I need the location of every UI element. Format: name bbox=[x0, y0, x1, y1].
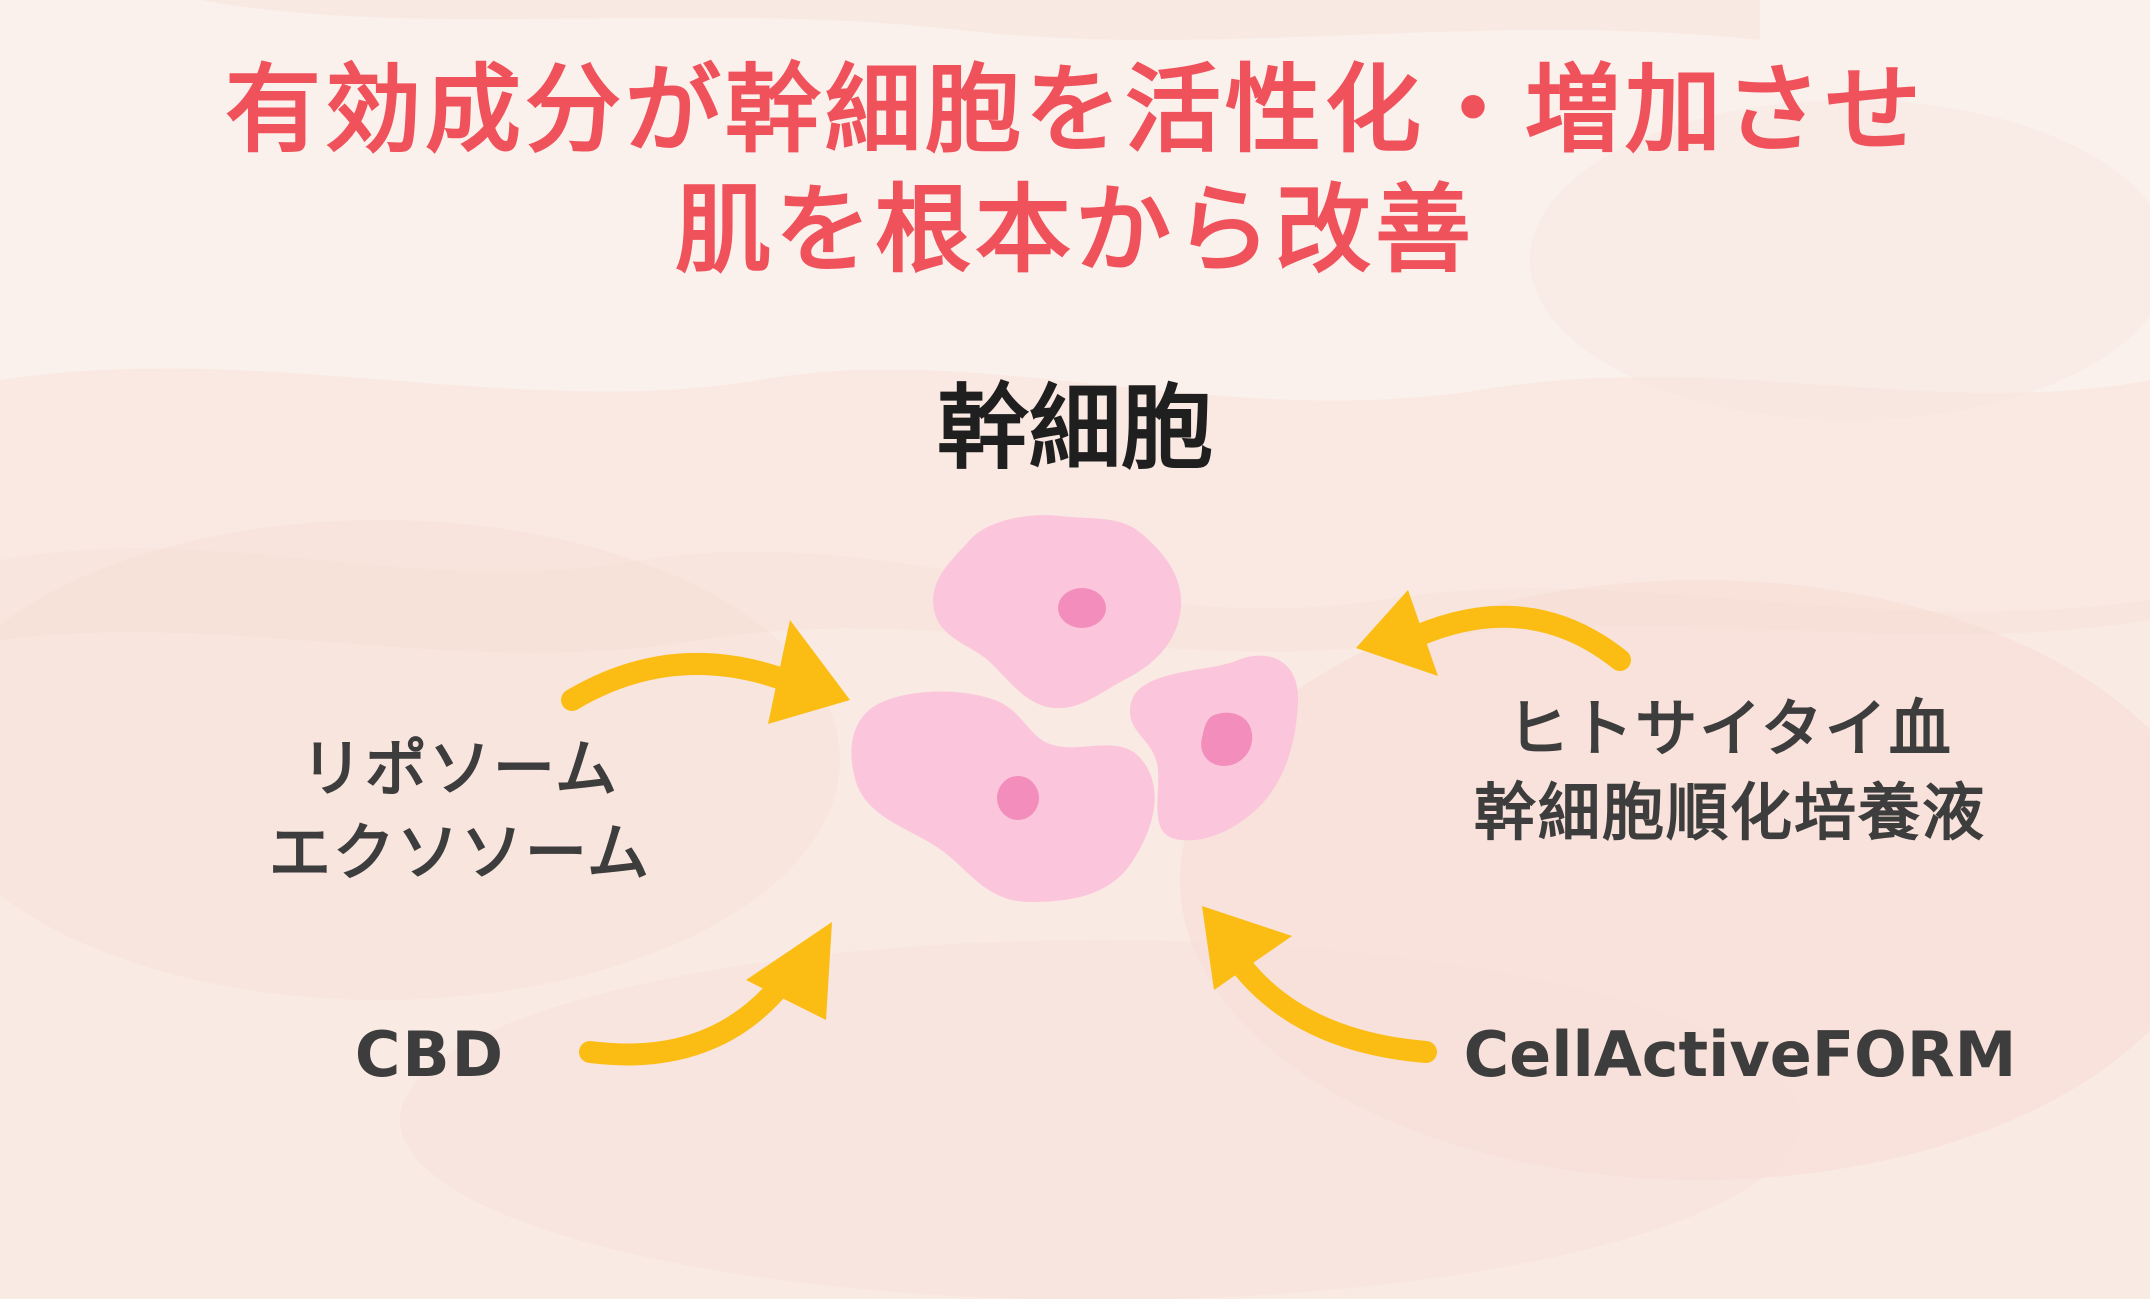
ingredient-label-line: CBD bbox=[354, 1018, 506, 1091]
cell-nucleus bbox=[1058, 588, 1106, 628]
headline-line-2: 肌を根本から改善 bbox=[675, 174, 1475, 286]
stem-cell-icon bbox=[851, 515, 1299, 902]
ingredient-label-line: CellActiveFORM bbox=[1463, 1018, 2017, 1091]
cell-nucleus bbox=[1201, 712, 1253, 766]
cell-body bbox=[933, 515, 1182, 709]
ingredient-label-line: エクソソーム bbox=[268, 816, 652, 889]
center-title: 幹細胞 bbox=[936, 375, 1213, 482]
ingredient-label-cbd: CBD bbox=[330, 1024, 530, 1086]
curved-arrow-icon bbox=[1356, 590, 1631, 676]
ingredient-label-line: 幹細胞順化培養液 bbox=[1473, 776, 1986, 849]
curved-arrow-icon bbox=[561, 620, 850, 724]
ingredient-label-line: ヒトサイタイ血 bbox=[1507, 692, 1953, 765]
cell-nucleus bbox=[997, 776, 1039, 820]
curved-arrow-icon bbox=[579, 922, 832, 1066]
ingredient-label-liposome-exosome: リポソーム エクソソーム bbox=[250, 738, 670, 884]
ingredient-label-cellactiveform: CellActiveFORM bbox=[1460, 1024, 2020, 1086]
ingredient-label-cord-blood-stem-cell-medium: ヒトサイタイ血 幹細胞順化培養液 bbox=[1450, 698, 2010, 844]
ingredient-label-line: リポソーム bbox=[300, 732, 620, 805]
curved-arrow-icon bbox=[1202, 906, 1437, 1063]
headline-line-1: 有効成分が幹細胞を活性化・増加させ bbox=[225, 54, 1925, 166]
